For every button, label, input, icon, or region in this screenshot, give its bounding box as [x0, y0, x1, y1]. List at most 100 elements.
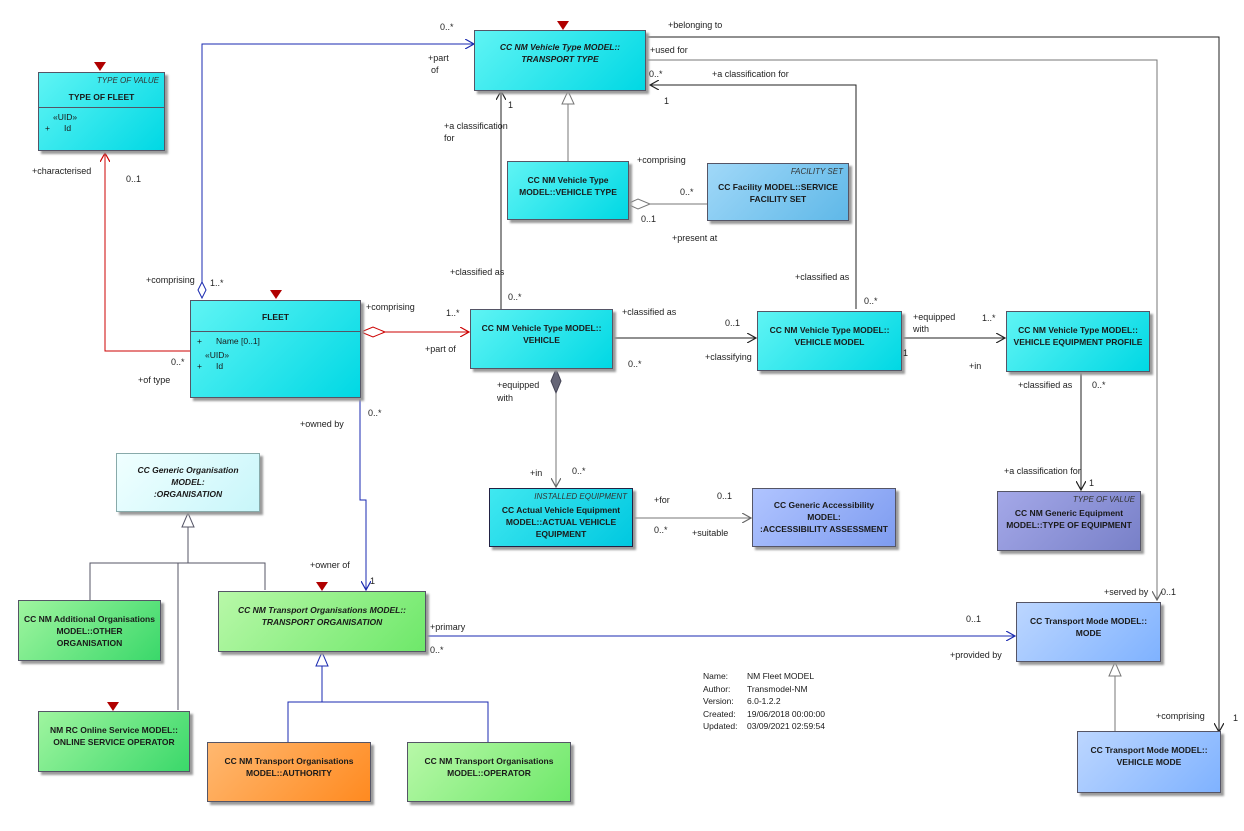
oso-line1: NM RC Online Service MODEL:: — [50, 725, 178, 735]
fleet-diamond — [197, 280, 207, 300]
tof-name: TYPE OF FLEET — [68, 92, 135, 102]
service-facility-set-class[interactable]: FACILITY SET CC Facility MODEL::SERVICE … — [707, 163, 849, 221]
other-organisation-class[interactable]: CC NM Additional Organisations MODEL::OT… — [18, 600, 161, 661]
mode-line1: CC Transport Mode MODEL:: — [1029, 616, 1148, 626]
label: +in — [969, 361, 982, 371]
fleet-veh-diamond — [359, 326, 387, 338]
label: 0..* — [440, 22, 454, 32]
type-of-fleet-class[interactable]: TYPE OF VALUE TYPE OF FLEET «UID» +Id — [38, 72, 165, 151]
tt-line1: CC NM Vehicle Type MODEL:: — [499, 42, 621, 52]
vehicle-type-class[interactable]: CC NM Vehicle Type MODEL::VEHICLE TYPE — [507, 161, 629, 220]
label: 1 — [508, 100, 514, 110]
label: 0..1 — [1161, 587, 1177, 597]
label: +classified as — [450, 267, 505, 277]
vm-tt-line — [650, 85, 857, 309]
label: +belonging to — [668, 20, 723, 30]
label: +comprising — [366, 302, 415, 312]
fleet-vis2: + — [197, 361, 202, 371]
operator-class[interactable]: CC NM Transport Organisations MODEL::OPE… — [407, 742, 571, 802]
to-line2: TRANSPORT ORGANISATION — [261, 617, 383, 627]
to-marker — [316, 582, 328, 591]
vehicle-mode-class[interactable]: CC Transport Mode MODEL:: VEHICLE MODE — [1077, 731, 1221, 793]
sfs-stereotype: FACILITY SET — [790, 167, 843, 176]
gen-triangle-org — [181, 511, 195, 528]
type-of-equipment-class[interactable]: TYPE OF VALUE CC NM Generic Equipment MO… — [997, 491, 1141, 551]
ave-stereotype: INSTALLED EQUIPMENT — [534, 492, 627, 501]
tt-line2: TRANSPORT TYPE — [521, 54, 599, 64]
label: +a classification for — [712, 69, 789, 79]
ave-line3: EQUIPMENT — [535, 529, 587, 539]
label: 1..* — [446, 308, 460, 318]
op-line2: MODEL::OPERATOR — [447, 768, 531, 778]
label: +a classification for — [1004, 466, 1081, 476]
label: +suitable — [692, 528, 729, 538]
oo-line2: MODEL::OTHER ORGANISATION — [56, 626, 123, 648]
vm-line2: VEHICLE MODEL — [794, 337, 865, 347]
vehicle-model-class[interactable]: CC NM Vehicle Type MODEL:: VEHICLE MODEL — [757, 311, 902, 371]
info-updated-key: Updated: — [703, 721, 738, 731]
fleet-tof-line — [105, 153, 190, 352]
label: +comprising — [146, 275, 195, 285]
auth-line1: CC NM Transport Organisations — [224, 756, 354, 766]
vehicle-class[interactable]: CC NM Vehicle Type MODEL:: VEHICLE — [470, 309, 613, 369]
vt-line1: CC NM Vehicle Type — [527, 175, 609, 185]
info-name-key: Name: — [703, 671, 729, 681]
aa-line2: :ACCESSIBILITY ASSESSMENT — [760, 524, 888, 534]
org-line2: :ORGANISATION — [153, 489, 223, 499]
transport-organisation-class[interactable]: CC NM Transport Organisations MODEL:: TR… — [218, 591, 426, 652]
ave-line2: MODEL::ACTUAL VEHICLE — [505, 517, 617, 527]
to-line1: CC NM Transport Organisations MODEL:: — [238, 605, 406, 615]
info-author: Transmodel-NM — [747, 683, 808, 694]
veh-line2: VEHICLE — [523, 335, 560, 345]
info-created: 19/06/2018 00:00:00 — [747, 708, 825, 719]
label: +used for — [650, 45, 688, 55]
label: +owned by — [300, 419, 344, 429]
diagram-info: Name:NM Fleet MODEL Author:Transmodel-NM… — [703, 670, 825, 733]
label: +a classification — [444, 121, 508, 131]
tt-marker — [557, 21, 569, 30]
tof-marker — [94, 62, 106, 71]
authority-class[interactable]: CC NM Transport Organisations MODEL::AUT… — [207, 742, 371, 802]
sfs-line2: FACILITY SET — [749, 194, 807, 204]
vmode-line1: CC Transport Mode MODEL:: — [1090, 745, 1208, 755]
online-service-operator-class[interactable]: NM RC Online Service MODEL:: ONLINE SERV… — [38, 711, 190, 772]
label: 0..1 — [725, 318, 741, 328]
vehicle-equipment-profile-class[interactable]: CC NM Vehicle Type MODEL:: VEHICLE EQUIP… — [1006, 311, 1150, 372]
toe-stereotype: TYPE OF VALUE — [1072, 495, 1135, 504]
gen-triangle-to — [315, 650, 329, 667]
label: with — [497, 393, 514, 403]
label: +classified as — [795, 272, 850, 282]
label: +present at — [672, 233, 718, 243]
label: +comprising — [637, 155, 686, 165]
veh-line1: CC NM Vehicle Type MODEL:: — [481, 323, 602, 333]
actual-vehicle-equipment-class[interactable]: INSTALLED EQUIPMENT CC Actual Vehicle Eq… — [489, 488, 633, 547]
toe-line2: MODEL::TYPE OF EQUIPMENT — [1006, 520, 1132, 530]
info-updated: 03/09/2021 02:59:54 — [747, 721, 825, 731]
transport-type-class[interactable]: CC NM Vehicle Type MODEL:: TRANSPORT TYP… — [474, 30, 646, 91]
owned-by-line — [359, 398, 366, 590]
fleet-vis1: + — [197, 336, 202, 346]
label: 0..* — [864, 296, 878, 306]
fleet-name: FLEET — [262, 312, 289, 322]
info-version-key: Version: — [703, 696, 734, 706]
label: +classified as — [622, 307, 677, 317]
fleet-transport-type-line — [201, 44, 474, 284]
label: 1 — [903, 348, 909, 358]
used-for-line — [647, 59, 1157, 600]
label: 1..* — [982, 313, 996, 323]
fleet-class[interactable]: FLEET +Name [0..1] «UID» +Id — [190, 300, 361, 398]
mode-class[interactable]: CC Transport Mode MODEL:: MODE — [1016, 602, 1161, 662]
label: +equipped — [913, 312, 956, 322]
sfs-line1: CC Facility MODEL::SERVICE — [718, 182, 838, 192]
vmode-line2: VEHICLE MODE — [1116, 757, 1182, 767]
label: +owner of — [310, 560, 350, 570]
accessibility-assessment-class[interactable]: CC Generic Accessibility MODEL: :ACCESSI… — [752, 488, 896, 547]
op-line1: CC NM Transport Organisations — [424, 756, 554, 766]
vm-line1: CC NM Vehicle Type MODEL:: — [769, 325, 890, 335]
label: 0..* — [649, 69, 663, 79]
organisation-class[interactable]: CC Generic Organisation MODEL: :ORGANISA… — [116, 453, 260, 512]
tof-attr: Id — [63, 123, 72, 133]
label: 1..* — [210, 278, 224, 288]
label: 0..1 — [966, 614, 982, 624]
gen-triangle-mode — [1108, 660, 1122, 677]
